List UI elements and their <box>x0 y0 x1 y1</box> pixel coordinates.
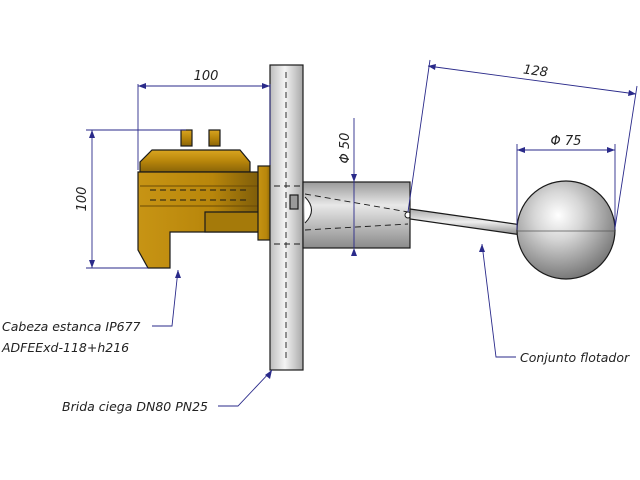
float-diameter-label: Φ 75 <box>551 134 582 149</box>
dimension-arm-length: 128 <box>407 59 638 229</box>
head-width-label: 100 <box>194 69 219 84</box>
callout-head: Cabeza estanca IP677 ADFEExd-118+h216 <box>1 269 181 355</box>
dimension-head-width: 100 <box>137 69 271 170</box>
shaft-tube <box>302 181 412 249</box>
head-label-line1: Cabeza estanca IP677 <box>2 319 141 334</box>
callout-float: Conjunto flotador <box>479 243 630 365</box>
dimension-shaft-diameter: Φ 50 <box>338 118 357 256</box>
shaft-diameter-label: Φ 50 <box>338 133 353 164</box>
flange-label: Brida ciega DN80 PN25 <box>62 399 208 414</box>
float-arm <box>409 208 523 236</box>
dimension-head-height: 100 <box>75 129 186 269</box>
float-ball <box>516 180 616 280</box>
head-label-line2: ADFEExd-118+h216 <box>1 340 129 355</box>
blind-flange <box>269 64 304 371</box>
dimension-float-diameter: Φ 75 <box>516 134 616 230</box>
enclosure-head <box>137 129 273 269</box>
arm-length-label: 128 <box>522 62 549 80</box>
float-label: Conjunto flotador <box>520 350 630 365</box>
head-height-label: 100 <box>75 187 90 212</box>
callout-flange: Brida ciega DN80 PN25 <box>62 369 273 414</box>
